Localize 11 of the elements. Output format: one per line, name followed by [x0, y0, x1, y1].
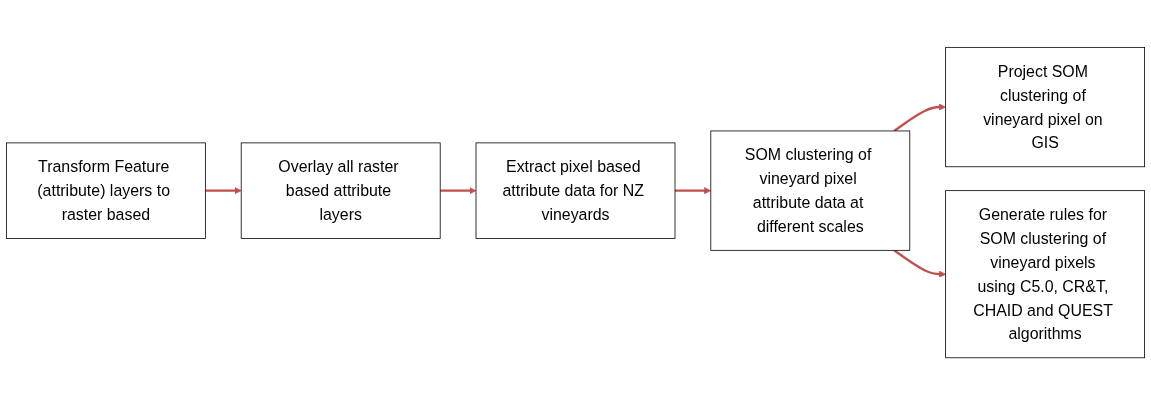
arrow [205, 187, 242, 195]
node-box: Extract pixel based attribute data for NZ vineyards [475, 142, 676, 239]
arrow [893, 103, 946, 132]
node-box: SOM clustering of vineyard pixel attribute data at different scales [710, 130, 911, 251]
node-box: Transform Feature (attribute) layers to raster based [6, 142, 206, 239]
node-box: Generate rules for SOM clustering of vineyard pixels using C5.0, CR&T, CHAID and QUEST algorithms [945, 190, 1145, 359]
arrow [675, 187, 712, 195]
arrow [440, 187, 477, 195]
node-box: Overlay all raster based attribute layers [240, 142, 441, 239]
node-box: Project SOM clustering of vineyard pixel on GIS [945, 46, 1145, 168]
arrow [893, 249, 946, 278]
